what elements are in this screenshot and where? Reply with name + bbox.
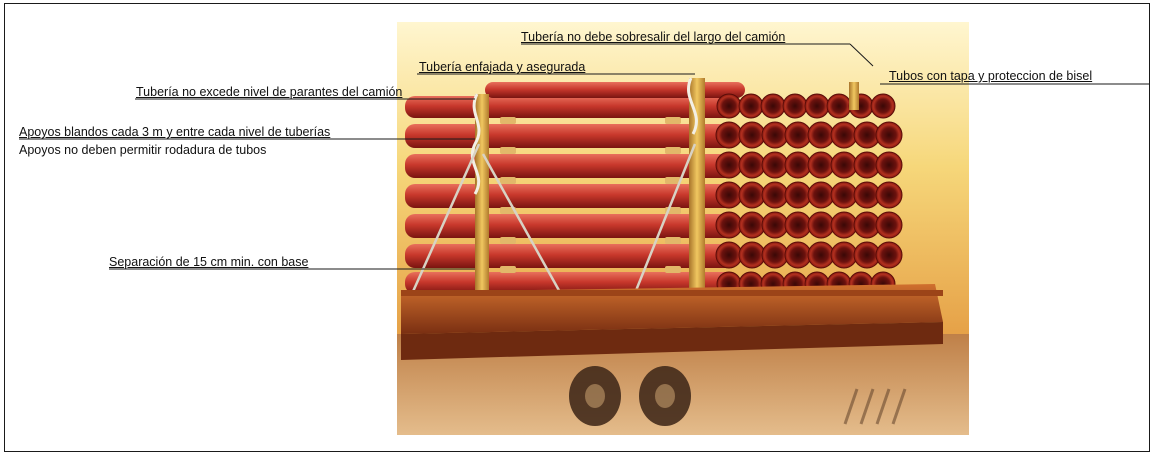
label-stake-level: Tubería no excede nivel de parantes del … [136, 85, 403, 99]
straps [470, 77, 698, 195]
truck-pipe-illustration [397, 22, 969, 435]
figure-frame: Tubería no debe sobresalir del largo del… [4, 3, 1150, 452]
truck-flatbed [401, 284, 943, 360]
label-no-rolling: Apoyos no deben permitir rodadura de tub… [19, 143, 267, 157]
tension-cables [409, 143, 697, 299]
motion-lines [843, 388, 907, 425]
soft-supports [500, 117, 681, 273]
label-separation: Separación de 15 cm min. con base [109, 255, 309, 269]
label-soft-supports: Apoyos blandos cada 3 m y entre cada niv… [19, 125, 331, 139]
pipe-ends [715, 93, 903, 297]
label-strapped: Tubería enfajada y asegurada [419, 60, 586, 74]
truck-wheels [569, 366, 691, 426]
label-truck-length: Tubería no debe sobresalir del largo del… [521, 30, 786, 44]
leader-lines [19, 43, 1149, 270]
label-caps: Tubos con tapa y proteccion de bisel [889, 69, 1093, 83]
